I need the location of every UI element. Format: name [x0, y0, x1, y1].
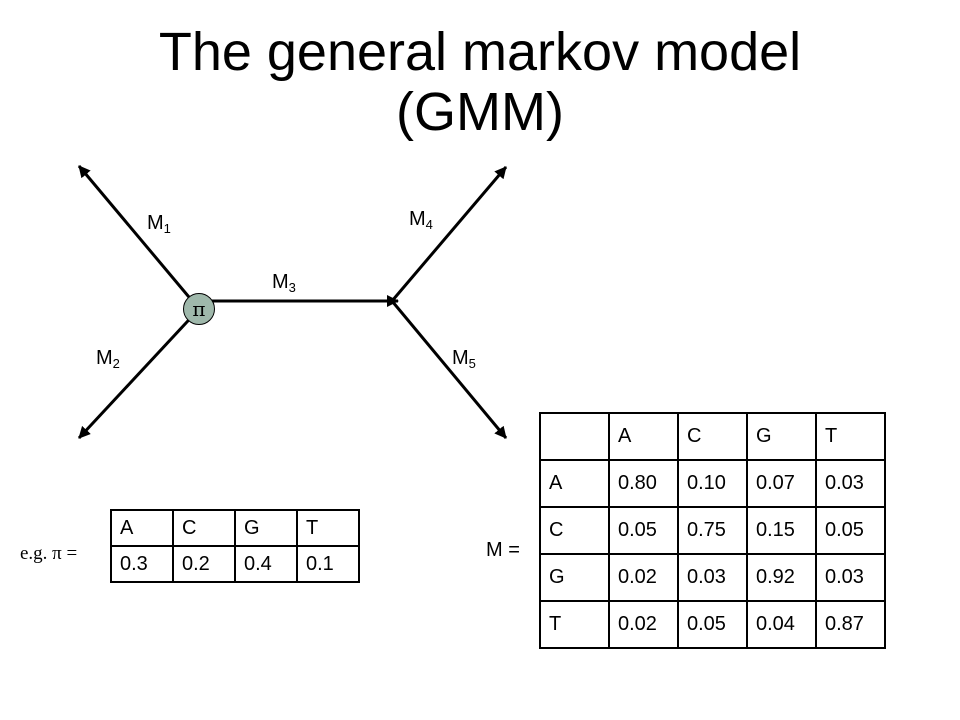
matrix-cell: 0.03 [677, 553, 748, 602]
root-node-symbol: π [192, 297, 206, 321]
edge-label-m3-base: M [272, 271, 289, 293]
edge-label-m2-sub: 2 [112, 356, 120, 371]
pi-header-cell: T [296, 509, 360, 547]
edge-label-m1-sub: 1 [163, 221, 171, 236]
matrix-cell: 0.75 [677, 506, 748, 555]
edge-label-m5-sub: 5 [468, 356, 476, 371]
edge-m5-arrow [390, 300, 508, 439]
edge-label-m1: M1 [147, 212, 171, 240]
pi-example-table: A C G T 0.3 0.2 0.4 0.1 [110, 509, 360, 583]
matrix-cell: 0.02 [608, 553, 679, 602]
matrix-header-row: A C G T [539, 412, 886, 461]
pi-header-cell: G [234, 509, 298, 547]
pi-value-cell: 0.4 [234, 545, 298, 583]
matrix-cell: 0.05 [608, 506, 679, 555]
matrix-header-cell: G [746, 412, 817, 461]
matrix-cell: 0.04 [746, 600, 817, 649]
edge-label-m2-base: M [96, 347, 113, 369]
matrix-cell: 0.15 [746, 506, 817, 555]
matrix-cell: 0.07 [746, 459, 817, 508]
matrix-row-label: A [539, 459, 610, 508]
matrix-cell: 0.05 [677, 600, 748, 649]
edge-label-m1-base: M [147, 212, 164, 234]
pi-value-cell: 0.3 [110, 545, 174, 583]
matrix-header-cell: C [677, 412, 748, 461]
root-node: π [183, 293, 215, 325]
edge-label-m3: M3 [272, 271, 296, 299]
matrix-row: G 0.02 0.03 0.92 0.03 [539, 553, 886, 602]
pi-header-cell: C [172, 509, 236, 547]
pi-example-label: e.g. π = [20, 543, 78, 564]
title-line-2: (GMM) [396, 82, 564, 142]
pi-value-cell: 0.1 [296, 545, 360, 583]
matrix-cell: 0.87 [815, 600, 886, 649]
pi-header-row: A C G T [110, 509, 360, 547]
edge-label-m5-base: M [452, 347, 469, 369]
matrix-cell: 0.03 [815, 553, 886, 602]
slide-title: The general markov model (GMM) [0, 22, 960, 142]
matrix-cell: 0.02 [608, 600, 679, 649]
edge-label-m4-sub: 4 [425, 217, 433, 232]
edge-label-m4: M4 [409, 208, 433, 236]
matrix-row-label: C [539, 506, 610, 555]
matrix-cell: 0.80 [608, 459, 679, 508]
matrix-cell: 0.03 [815, 459, 886, 508]
matrix-label: M = [486, 539, 520, 561]
pi-value-cell: 0.2 [172, 545, 236, 583]
matrix-row: T 0.02 0.05 0.04 0.87 [539, 600, 886, 649]
matrix-row: C 0.05 0.75 0.15 0.05 [539, 506, 886, 555]
edge-label-m5: M5 [452, 347, 476, 375]
matrix-row-label: G [539, 553, 610, 602]
matrix-cell: 0.05 [815, 506, 886, 555]
matrix-row: A 0.80 0.10 0.07 0.03 [539, 459, 886, 508]
title-line-1: The general markov model [158, 22, 802, 82]
edge-m1-arrow [77, 165, 201, 310]
pi-value-row: 0.3 0.2 0.4 0.1 [110, 545, 360, 583]
transition-matrix-table: A C G T A 0.80 0.10 0.07 0.03 C 0.05 0.7… [539, 412, 886, 649]
matrix-cell: 0.10 [677, 459, 748, 508]
matrix-header-cell: A [608, 412, 679, 461]
matrix-corner-cell [539, 412, 610, 461]
matrix-cell: 0.92 [746, 553, 817, 602]
edge-m4-arrow [390, 166, 508, 302]
edge-label-m3-sub: 3 [288, 280, 296, 295]
edge-label-m4-base: M [409, 208, 426, 230]
matrix-header-cell: T [815, 412, 886, 461]
edge-m2-arrow [77, 307, 201, 440]
matrix-row-label: T [539, 600, 610, 649]
pi-header-cell: A [110, 509, 174, 547]
edge-label-m2: M2 [96, 347, 120, 375]
